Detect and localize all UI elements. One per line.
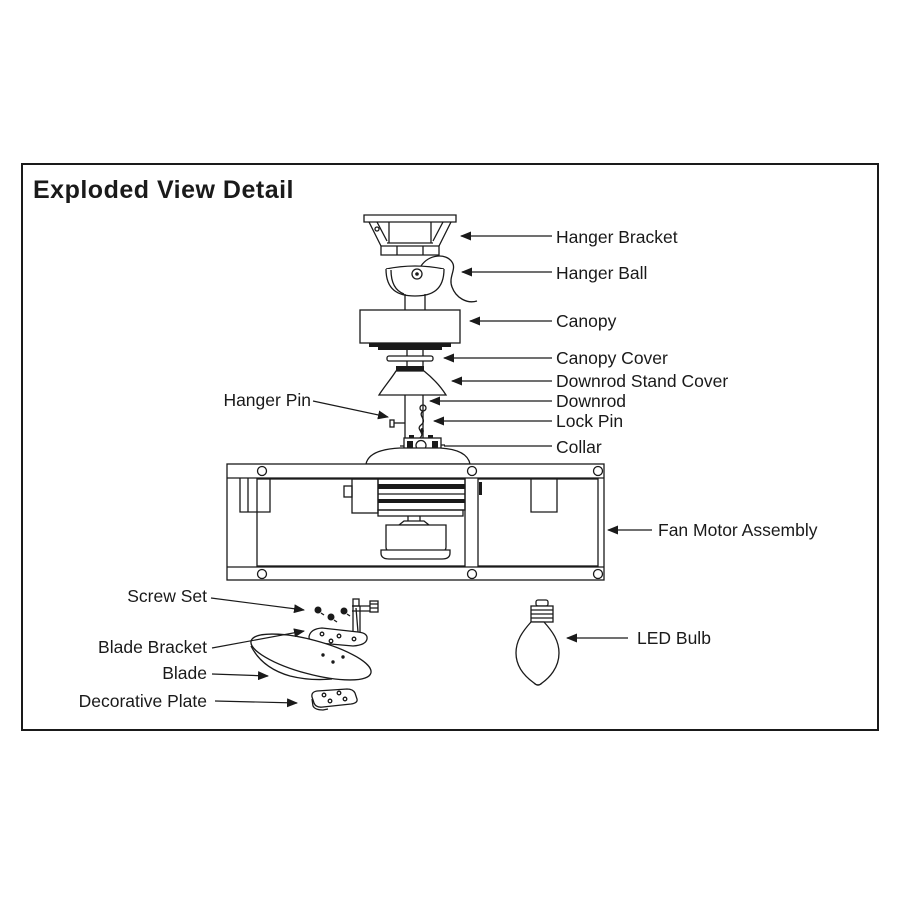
label-hanger-pin: Hanger Pin — [223, 390, 311, 410]
leader-lines — [210, 231, 652, 708]
label-canopy: Canopy — [556, 311, 617, 331]
label-screw-set: Screw Set — [127, 586, 207, 606]
label-hanger-ball: Hanger Ball — [556, 263, 647, 283]
leader-decorative-plate — [214, 698, 298, 708]
label-fan-motor-assembly: Fan Motor Assembly — [658, 520, 818, 540]
label-decorative-plate: Decorative Plate — [79, 691, 207, 711]
canopy-drawing — [359, 309, 461, 356]
downrod-drawing — [404, 395, 424, 441]
label-downrod: Downrod — [556, 391, 626, 411]
leader-hanger-pin — [312, 400, 389, 420]
hanger-ball-wire — [420, 255, 478, 303]
fan-motor-assembly-drawing — [226, 447, 605, 581]
downrod-stand-cover-drawing — [377, 366, 448, 396]
label-canopy-cover: Canopy Cover — [556, 348, 668, 368]
label-led-bulb: LED Bulb — [637, 628, 711, 648]
label-blade-bracket: Blade Bracket — [98, 637, 207, 657]
decorative-plate-drawing — [311, 688, 358, 711]
screw-set-drawing — [314, 606, 351, 623]
page-title: Exploded View Detail — [33, 176, 295, 204]
leader-blade-bracket — [211, 628, 305, 649]
leader-screw-set — [210, 597, 305, 614]
label-lock-pin: Lock Pin — [556, 411, 623, 431]
label-collar: Collar — [556, 437, 602, 457]
hanger-ball-drawing — [385, 255, 478, 310]
leader-blade — [211, 671, 269, 681]
led-bulb-drawing — [515, 599, 560, 686]
lock-pin-drawing — [418, 404, 427, 439]
canopy-cover-drawing — [386, 355, 434, 366]
diagram-border — [21, 163, 879, 731]
label-hanger-bracket: Hanger Bracket — [556, 227, 678, 247]
blade-bracket-drawing — [308, 598, 379, 647]
hanger-bracket-drawing — [363, 214, 457, 256]
label-downrod-stand-cover: Downrod Stand Cover — [556, 371, 728, 391]
hanger-pin-drawing — [389, 419, 405, 428]
part-labels: Hanger Bracket Hanger Ball Canopy Canopy… — [79, 227, 818, 711]
label-blade: Blade — [162, 663, 207, 683]
